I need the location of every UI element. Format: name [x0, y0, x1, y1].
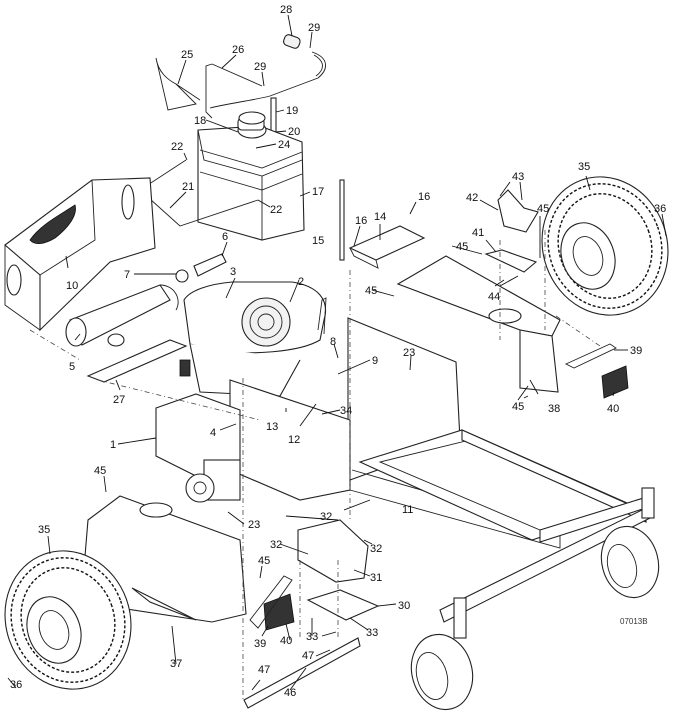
callout-38: 38	[548, 403, 560, 415]
callout-45: 45	[512, 401, 524, 413]
callout-28: 28	[280, 4, 292, 16]
cover	[297, 519, 369, 583]
callout-11: 11	[402, 504, 413, 516]
callout-8: 8	[330, 336, 336, 348]
callout-47: 47	[258, 664, 270, 676]
callout-35: 35	[38, 524, 50, 536]
cup-holder-plate	[484, 249, 538, 273]
leader-lines	[7, 14, 667, 691]
callout-43: 43	[512, 171, 524, 183]
tank-strap	[139, 159, 259, 227]
grab-handle-right	[564, 343, 617, 369]
callout-31: 31	[370, 572, 382, 584]
main-frame	[229, 317, 655, 623]
callout-26: 26	[232, 44, 244, 56]
drawing-number: 07013B	[620, 617, 648, 626]
callout-35: 35	[578, 161, 590, 173]
callout-2: 2	[298, 276, 304, 288]
callout-22: 22	[171, 141, 183, 153]
left-drive-tire	[4, 550, 132, 690]
vent-hose	[155, 57, 201, 111]
callout-40: 40	[607, 403, 619, 415]
caster-wheel-right	[600, 487, 660, 599]
muffler	[65, 284, 179, 347]
callout-36: 36	[654, 203, 666, 215]
callout-47: 47	[302, 650, 314, 662]
callout-10: 10	[66, 280, 78, 292]
callout-18: 18	[194, 115, 206, 127]
callout-46: 46	[284, 687, 296, 699]
callout-45: 45	[365, 285, 377, 297]
callout-32: 32	[370, 543, 382, 555]
engine	[179, 281, 327, 397]
callout-39: 39	[254, 638, 266, 650]
foot-pad-left	[263, 593, 295, 631]
callout-45: 45	[456, 241, 468, 253]
callout-32: 32	[270, 539, 282, 551]
exhaust-pipe	[175, 253, 227, 283]
callout-27: 27	[113, 394, 125, 406]
callout-16: 16	[418, 191, 430, 203]
callout-42: 42	[466, 192, 478, 204]
callout-29: 29	[308, 22, 320, 34]
callout-9: 9	[372, 355, 378, 367]
callout-14: 14	[374, 211, 386, 223]
right-drive-tire	[541, 176, 669, 316]
callout-7: 7	[124, 269, 130, 281]
callout-19: 19	[286, 105, 298, 117]
callout-45: 45	[94, 465, 106, 477]
assembly-center-lines	[29, 230, 601, 700]
callout-24: 24	[278, 139, 290, 151]
muffler-guard	[4, 177, 156, 332]
callout-39: 39	[630, 345, 642, 357]
callout-36: 36	[10, 679, 22, 691]
callout-4: 4	[210, 427, 216, 439]
callout-13: 13	[266, 421, 278, 433]
callout-23: 23	[248, 519, 260, 531]
fuel-line	[205, 51, 326, 119]
callout-15: 15	[312, 235, 324, 247]
callout-33: 33	[306, 631, 318, 643]
mount-plate	[306, 589, 380, 621]
callout-40: 40	[280, 635, 292, 647]
callout-41: 41	[472, 227, 484, 239]
callout-16: 16	[355, 215, 367, 227]
hold-down-rod	[339, 179, 345, 261]
battery-tray	[348, 225, 426, 269]
callout-21: 21	[182, 181, 194, 193]
grab-handle-left	[249, 575, 293, 629]
left-fender	[83, 495, 247, 623]
callout-5: 5	[69, 361, 75, 373]
caster-wheel-left	[410, 597, 474, 711]
callout-17: 17	[312, 186, 324, 198]
callout-3: 3	[230, 266, 236, 278]
foot-pad-right	[601, 365, 629, 399]
right-fender	[396, 255, 561, 393]
callout-23: 23	[403, 347, 415, 359]
cup-holder	[497, 189, 539, 233]
callout-12: 12	[288, 434, 300, 446]
callout-20: 20	[288, 126, 300, 138]
callout-32: 32	[320, 511, 332, 523]
heat-shield	[86, 339, 188, 383]
callout-45: 45	[258, 555, 270, 567]
callout-6: 6	[222, 231, 228, 243]
callout-labels: 28 29 25 26 29 19 20 18 24 22 21 22 17 6…	[10, 4, 666, 699]
callout-25: 25	[181, 49, 193, 61]
callout-22: 22	[270, 204, 282, 216]
callout-37: 37	[170, 658, 182, 670]
callout-30: 30	[398, 600, 410, 612]
callout-34: 34	[340, 405, 352, 417]
callout-33: 33	[366, 627, 378, 639]
callout-45: 45	[537, 203, 549, 215]
callout-29: 29	[254, 61, 266, 73]
callout-1: 1	[110, 439, 116, 451]
wheel-hub	[185, 459, 241, 503]
callout-44: 44	[488, 291, 500, 303]
fuel-filter	[283, 34, 301, 49]
